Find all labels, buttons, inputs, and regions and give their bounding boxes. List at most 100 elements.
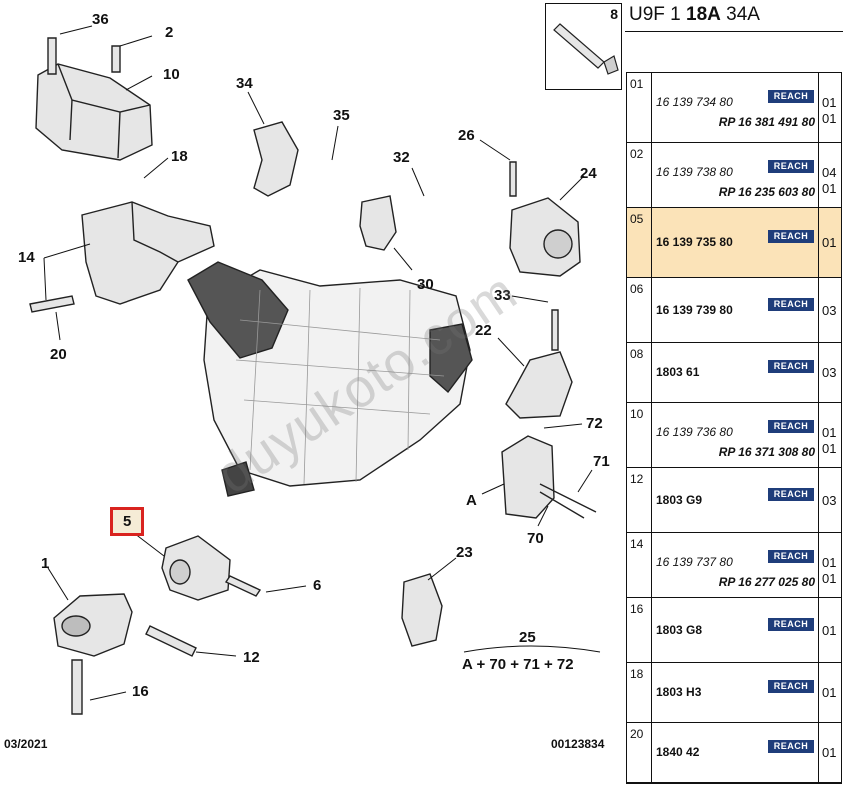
kit-callout: 8 bbox=[610, 6, 618, 22]
replacement-reference[interactable]: RP 16 277 025 80 bbox=[718, 575, 815, 589]
callout-22: 22 bbox=[475, 322, 492, 339]
callout-35: 35 bbox=[333, 107, 350, 124]
column-divider bbox=[818, 143, 819, 207]
part-reference[interactable]: 1803 61 bbox=[656, 365, 700, 379]
bracket-22 bbox=[505, 351, 573, 419]
model-code: U9F 1 18A 34A bbox=[629, 4, 760, 26]
part-reference[interactable]: 16 139 739 80 bbox=[656, 303, 733, 317]
exploded-diagram: 8 36 2 10 18 14 20 34 35 32 30 26 24 33 … bbox=[4, 3, 622, 751]
callout-26: 26 bbox=[458, 127, 475, 144]
reach-badge: REACH bbox=[768, 618, 814, 631]
column-divider bbox=[818, 663, 819, 722]
part-quantity: 01 bbox=[822, 425, 837, 440]
part-quantity: 04 bbox=[822, 165, 837, 180]
diagram-artwork bbox=[29, 25, 601, 715]
part-reference[interactable]: 1840 42 bbox=[656, 745, 700, 759]
column-divider bbox=[818, 278, 819, 342]
column-divider bbox=[651, 598, 652, 662]
replacement-quantity: 01 bbox=[822, 181, 837, 196]
reach-badge: REACH bbox=[768, 740, 814, 753]
column-divider bbox=[818, 723, 819, 782]
callout-A: A bbox=[466, 492, 477, 509]
bracket-34 bbox=[253, 121, 299, 197]
column-divider bbox=[818, 468, 819, 532]
callout-12: 12 bbox=[243, 649, 260, 666]
part-reference[interactable]: 16 139 738 80 bbox=[656, 165, 733, 179]
reach-badge: REACH bbox=[768, 680, 814, 693]
part-quantity: 01 bbox=[822, 235, 837, 250]
engine-mount-10 bbox=[35, 63, 153, 161]
callout-70: 70 bbox=[527, 530, 544, 547]
bracket-30 bbox=[359, 195, 397, 251]
column-divider bbox=[818, 403, 819, 467]
parts-table: 01 16 139 734 80 REACH 01 RP 16 381 491 80 01… bbox=[626, 72, 842, 784]
part-index: 14 bbox=[630, 537, 644, 551]
column-divider bbox=[651, 343, 652, 402]
callout-5-highlighted[interactable]: 5 bbox=[110, 507, 145, 536]
column-divider bbox=[651, 143, 652, 207]
part-row-18[interactable]: 18 1803 H3 REACH 01 bbox=[627, 663, 841, 723]
part-reference[interactable]: 16 139 734 80 bbox=[656, 95, 733, 109]
reach-badge: REACH bbox=[768, 90, 814, 103]
callout-6: 6 bbox=[313, 577, 322, 594]
reach-badge: REACH bbox=[768, 230, 814, 243]
callout-25: 25 bbox=[519, 629, 536, 646]
replacement-reference[interactable]: RP 16 371 308 80 bbox=[718, 445, 815, 459]
callout-24: 24 bbox=[580, 165, 597, 182]
callout-36: 36 bbox=[92, 11, 109, 28]
bracket-A bbox=[501, 435, 555, 519]
reach-badge: REACH bbox=[768, 160, 814, 173]
callout-10: 10 bbox=[163, 66, 180, 83]
part-index: 18 bbox=[630, 667, 644, 681]
callout-2: 2 bbox=[165, 24, 174, 41]
replacement-quantity: 01 bbox=[822, 571, 837, 586]
part-reference[interactable]: 16 139 735 80 bbox=[656, 235, 733, 249]
part-row-20[interactable]: 20 1840 42 REACH 01 bbox=[627, 723, 841, 783]
replacement-reference[interactable]: RP 16 381 491 80 bbox=[718, 115, 815, 129]
part-index: 20 bbox=[630, 727, 644, 741]
part-reference[interactable]: 16 139 737 80 bbox=[656, 555, 733, 569]
callout-18: 18 bbox=[171, 148, 188, 165]
column-divider bbox=[651, 73, 652, 142]
part-reference[interactable]: 16 139 736 80 bbox=[656, 425, 733, 439]
part-row-02[interactable]: 02 16 139 738 80 REACH 04 RP 16 235 603 80 01 bbox=[627, 143, 841, 208]
part-index: 12 bbox=[630, 472, 644, 486]
column-divider bbox=[651, 533, 652, 597]
footer-ref: 00123834 bbox=[551, 737, 605, 751]
part-row-12[interactable]: 12 1803 G9 REACH 03 bbox=[627, 468, 841, 533]
part-index: 08 bbox=[630, 347, 644, 361]
replacement-reference[interactable]: RP 16 235 603 80 bbox=[718, 185, 815, 199]
callout-71: 71 bbox=[593, 453, 610, 470]
reach-badge: REACH bbox=[768, 488, 814, 501]
part-reference[interactable]: 1803 G9 bbox=[656, 493, 703, 507]
part-quantity: 01 bbox=[822, 745, 837, 760]
column-divider bbox=[651, 468, 652, 532]
column-divider bbox=[818, 533, 819, 597]
torque-rod-1 bbox=[53, 593, 133, 657]
callout-72: 72 bbox=[586, 415, 603, 432]
callout-1: 1 bbox=[41, 555, 50, 572]
part-quantity: 03 bbox=[822, 303, 837, 318]
part-reference[interactable]: 1803 H3 bbox=[656, 685, 702, 699]
part-index: 01 bbox=[630, 77, 644, 91]
callout-30: 30 bbox=[417, 276, 434, 293]
column-divider bbox=[651, 208, 652, 277]
part-quantity: 03 bbox=[822, 365, 837, 380]
column-divider bbox=[818, 73, 819, 142]
callout-14: 14 bbox=[18, 249, 35, 266]
callout-33: 33 bbox=[494, 287, 511, 304]
part-quantity: 01 bbox=[822, 623, 837, 638]
column-divider bbox=[818, 598, 819, 662]
part-quantity: 01 bbox=[822, 685, 837, 700]
part-reference[interactable]: 1803 G8 bbox=[656, 623, 703, 637]
part-index: 02 bbox=[630, 147, 644, 161]
part-quantity: 03 bbox=[822, 493, 837, 508]
column-divider bbox=[651, 723, 652, 782]
